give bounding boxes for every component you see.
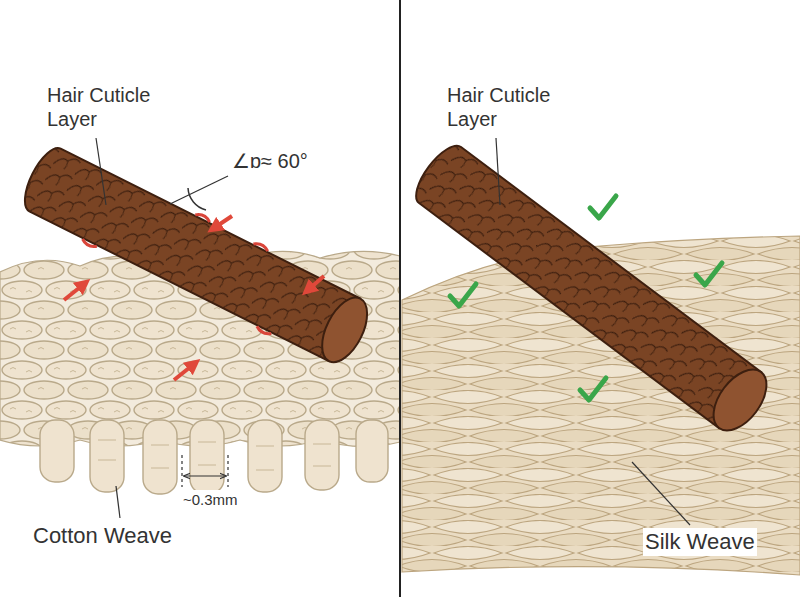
angle-label: ∠ɒ≈ 60° — [230, 148, 310, 174]
dimension-label: ~0.3mm — [181, 490, 240, 510]
material-label: Cotton Weave — [31, 522, 174, 550]
part-label: Hair Cuticle Layer — [45, 82, 189, 132]
material-label: Silk Weave — [643, 528, 757, 556]
part-label: Hair Cuticle Layer — [445, 82, 589, 132]
